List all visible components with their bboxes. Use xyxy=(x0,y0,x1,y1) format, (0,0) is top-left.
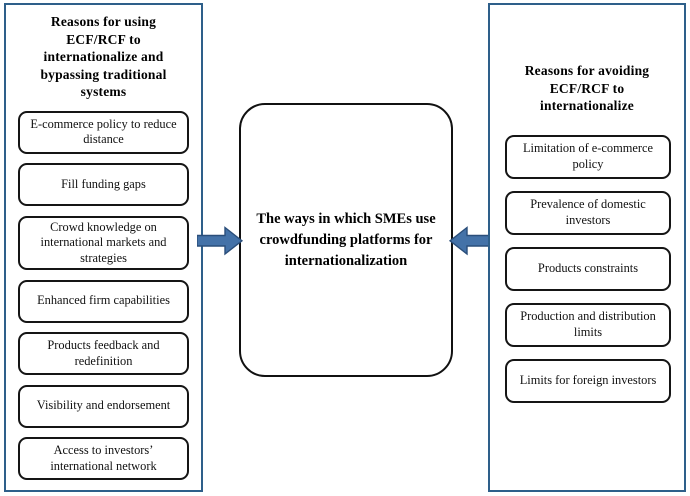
left-item-crowd-knowledge[interactable]: Crowd knowledge on international markets… xyxy=(18,215,189,270)
right-item-label: Products constraints xyxy=(537,260,639,275)
arrow-right-icon xyxy=(197,225,243,257)
left-item-label: Access to investors’ international netwo… xyxy=(50,443,157,473)
center-concept-label: The ways in which SMEs use crowdfunding … xyxy=(256,210,436,269)
right-panel-item-list: Limitation of e-commerce policy Prevalen… xyxy=(490,134,684,403)
arrow-right-shape xyxy=(197,226,243,256)
left-item-label: E-commerce policy to reduce distance xyxy=(30,116,177,147)
left-item-label: Visibility and endorsement xyxy=(36,398,171,413)
right-item-domestic-investors[interactable]: Prevalence of domestic investors xyxy=(505,190,671,235)
right-item-ecommerce-limitation[interactable]: Limitation of e-commerce policy xyxy=(505,134,671,179)
right-item-foreign-investor-limits[interactable]: Limits for foreign investors xyxy=(505,358,671,403)
left-item-firm-capabilities[interactable]: Enhanced firm capabilities xyxy=(18,279,189,323)
left-item-label: Enhanced firm capabilities xyxy=(37,293,170,308)
right-item-production-distribution-limits[interactable]: Production and distribution limits xyxy=(505,302,671,347)
left-panel-item-list: E-commerce policy to reduce distance Fil… xyxy=(6,110,201,480)
right-item-label: Limitation of e-commerce policy xyxy=(522,141,654,171)
right-item-label: Prevalence of domestic investors xyxy=(530,197,646,227)
left-item-investor-network[interactable]: Access to investors’ international netwo… xyxy=(18,437,189,480)
right-panel: Reasons for avoiding ECF/RCF to internat… xyxy=(488,3,686,492)
left-item-funding-gaps[interactable]: Fill funding gaps xyxy=(18,163,189,206)
left-panel-heading: Reasons for using ECF/RCF to internation… xyxy=(40,14,167,99)
left-item-label: Products feedback and redefinition xyxy=(47,338,160,368)
left-item-label: Crowd knowledge on international markets… xyxy=(40,219,167,265)
center-concept-box[interactable]: The ways in which SMEs use crowdfunding … xyxy=(239,103,453,377)
left-panel: Reasons for using ECF/RCF to internation… xyxy=(4,3,203,492)
left-item-visibility-endorsement[interactable]: Visibility and endorsement xyxy=(18,384,189,428)
right-item-label: Limits for foreign investors xyxy=(519,372,657,387)
left-item-label: Fill funding gaps xyxy=(61,176,146,191)
right-item-label: Production and distribution limits xyxy=(520,309,656,339)
left-item-products-feedback[interactable]: Products feedback and redefinition xyxy=(18,332,189,375)
right-panel-heading: Reasons for avoiding ECF/RCF to internat… xyxy=(524,63,650,113)
left-item-e-commerce-policy[interactable]: E-commerce policy to reduce distance xyxy=(18,110,189,154)
right-item-products-constraints[interactable]: Products constraints xyxy=(505,246,671,291)
